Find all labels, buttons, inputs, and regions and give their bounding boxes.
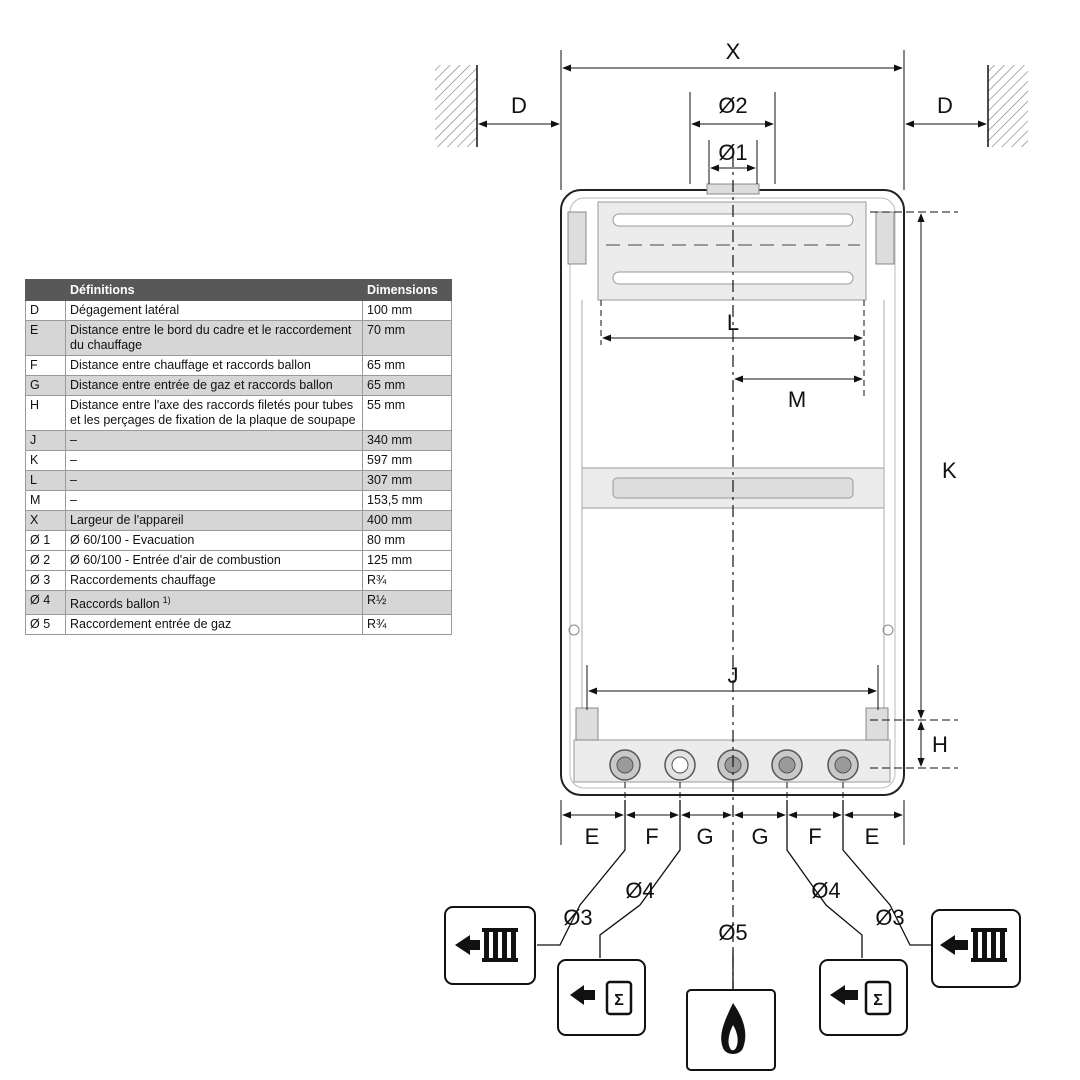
label-e-right: E — [865, 824, 880, 849]
label-m: M — [788, 387, 806, 412]
label-j: J — [728, 663, 739, 688]
header-definitions: Définitions — [65, 279, 363, 301]
fittings — [609, 749, 859, 781]
label-d4-right: Ø4 — [811, 878, 840, 903]
svg-text:Σ: Σ — [614, 992, 624, 1009]
row-dimension: 400 mm — [362, 510, 452, 531]
row-code: Ø 5 — [25, 614, 66, 636]
row-definition: Raccordements chauffage — [65, 570, 363, 591]
label-g-left: G — [696, 824, 713, 849]
heating-return-icon — [444, 906, 536, 985]
row-dimension: 597 mm — [362, 450, 452, 471]
label-l: L — [727, 310, 739, 335]
row-definition: Largeur de l'appareil — [65, 510, 363, 531]
row-code: E — [25, 320, 66, 356]
row-code: H — [25, 395, 66, 431]
row-code: Ø 2 — [25, 550, 66, 571]
row-definition-text: Raccords ballon — [70, 597, 160, 612]
label-k: K — [942, 458, 957, 483]
row-definition-text: Largeur de l'appareil — [70, 513, 184, 527]
dim-j: J — [586, 663, 879, 710]
leader-labels: Ø3 Ø4 Ø5 Ø4 Ø3 — [563, 878, 904, 945]
label-h: H — [932, 732, 948, 757]
row-dimension: 153,5 mm — [362, 490, 452, 511]
row-definition: Raccordement entrée de gaz — [65, 614, 363, 636]
row-definition: Distance entre l'axe des raccords fileté… — [65, 395, 363, 431]
dim-k-h: K H — [870, 211, 958, 769]
label-d-right: D — [937, 93, 953, 118]
row-dimension: R½ — [362, 589, 452, 616]
label-d4-left: Ø4 — [625, 878, 654, 903]
leader-lines — [537, 800, 932, 990]
label-d5: Ø5 — [718, 920, 747, 945]
table-row: M–153,5 mm — [25, 490, 452, 511]
row-dimension: R¾ — [362, 570, 452, 591]
row-definition-text: Dégagement latéral — [70, 303, 180, 317]
table-row: J–340 mm — [25, 430, 452, 451]
row-definition: Distance entre entrée de gaz et raccords… — [65, 375, 363, 396]
heating-flow-icon — [931, 909, 1021, 988]
row-definition-text: – — [70, 493, 77, 507]
row-definition-text: Distance entre entrée de gaz et raccords… — [70, 378, 333, 392]
row-dimension: 55 mm — [362, 395, 452, 431]
svg-text:Σ: Σ — [873, 992, 883, 1009]
label-d3-left: Ø3 — [563, 905, 592, 930]
row-dimension: 125 mm — [362, 550, 452, 571]
table-row: Ø 2 Ø 60/100 - Entrée d'air de combustion… — [25, 550, 452, 571]
table-row: L–307 mm — [25, 470, 452, 491]
row-definition-text: Raccordement entrée de gaz — [70, 617, 232, 632]
row-definition-text: Distance entre le bord du cadre et le ra… — [70, 323, 352, 352]
label-f-left: F — [645, 824, 658, 849]
row-dimension: 70 mm — [362, 320, 452, 356]
gas-flame-icon — [686, 989, 776, 1071]
row-code: L — [25, 470, 66, 491]
header-code — [25, 279, 66, 301]
row-footnote: 1) — [162, 595, 171, 605]
label-d1: Ø1 — [718, 140, 747, 165]
dim-x: X — [560, 39, 905, 190]
dim-bottom-spacings: E F G G F E — [560, 782, 905, 849]
row-definition: Distance entre le bord du cadre et le ra… — [65, 320, 363, 356]
tank-flow-icon: Σ — [819, 959, 908, 1036]
label-f-right: F — [808, 824, 821, 849]
label-d3-right: Ø3 — [875, 905, 904, 930]
row-definition-text: Distance entre chauffage et raccords bal… — [70, 358, 311, 372]
row-definition-text: Raccordements chauffage — [70, 573, 216, 587]
row-definition-text: Ø 60/100 - Evacuation — [70, 533, 195, 547]
label-x: X — [726, 39, 741, 64]
table-row: Ø 5 Raccordement entrée de gaz R¾ — [25, 614, 452, 636]
wall-right — [987, 65, 1028, 147]
row-dimension: 340 mm — [362, 430, 452, 451]
row-definition-text: – — [70, 473, 77, 487]
row-definition-text: Distance entre l'axe des raccords fileté… — [70, 398, 356, 427]
tank-return-icon: Σ — [557, 959, 646, 1036]
dim-m: M — [734, 375, 863, 412]
dim-d: D D — [478, 93, 987, 128]
table-row: X Largeur de l'appareil 400 mm — [25, 510, 452, 531]
dim-l: L — [600, 300, 865, 400]
label-g-right: G — [751, 824, 768, 849]
dim-diameters-top: Ø2 Ø1 — [689, 92, 776, 184]
label-d-left: D — [511, 93, 527, 118]
row-definition-text: Ø 60/100 - Entrée d'air de combustion — [70, 553, 281, 567]
row-definition: Distance entre chauffage et raccords bal… — [65, 355, 363, 376]
row-dimension: R¾ — [362, 614, 452, 636]
row-definition: Ø 60/100 - Entrée d'air de combustion — [65, 550, 363, 571]
row-code: X — [25, 510, 66, 531]
row-definition-text: – — [70, 433, 77, 447]
row-definition-text: – — [70, 453, 77, 467]
label-e-left: E — [585, 824, 600, 849]
label-d2: Ø2 — [718, 93, 747, 118]
wall-left — [435, 65, 478, 147]
